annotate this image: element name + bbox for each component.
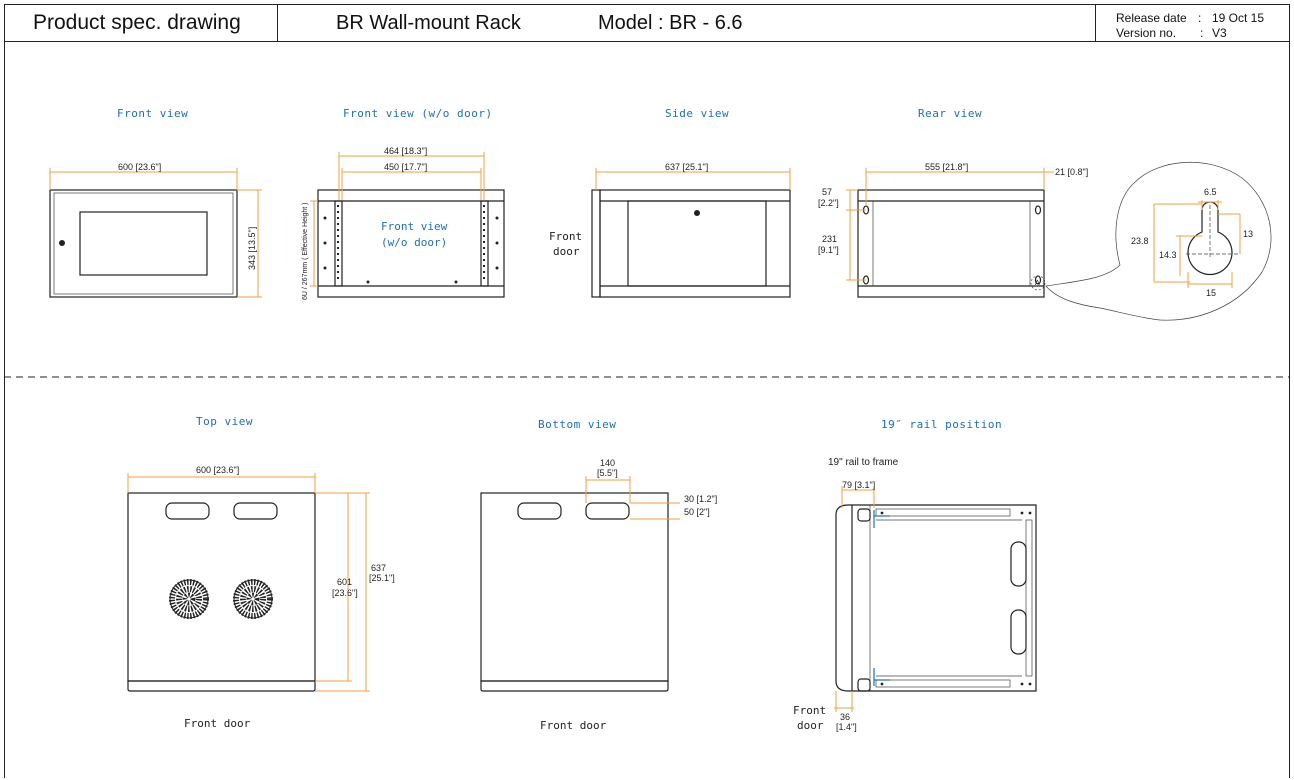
bottom-50-dim: 50 [2"] (684, 507, 710, 517)
release-sep: : (1198, 11, 1202, 25)
top-view-title: Top view (196, 415, 253, 428)
bottom-view-drawing (480, 476, 680, 692)
side-view-title: Side view (665, 107, 729, 120)
top-front-door: Front door (184, 717, 251, 730)
rail-to-frame-label: 19" rail to frame (828, 457, 899, 468)
nodoor-label-2: (w/o door) (381, 236, 447, 249)
front-nodoor-title: Front view (w/o door) (343, 107, 493, 120)
rear-top-in: [2.2"] (818, 198, 839, 208)
side-depth-dim: 637 [25.1"] (665, 162, 708, 172)
version-value: V3 (1212, 26, 1227, 40)
product-name: BR Wall-mount Rack (336, 12, 521, 34)
effective-height-dim: 6U / 267mm ( Effective Height ) (302, 202, 309, 300)
side-front-label: Front (549, 230, 582, 243)
front-view-drawing (49, 168, 262, 298)
rail-36-mm: 36 (840, 712, 850, 722)
rail-79-dim: 79 [3.1"] (842, 480, 875, 490)
product-cell: BR Wall-mount Rack Model : BR - 6.6 (278, 5, 1096, 41)
release-label: Release date (1116, 11, 1187, 25)
detail-marker: A (1035, 280, 1040, 287)
key-bottom-dim: 15 (1206, 288, 1216, 298)
bottom-30-dim: 30 [1.2"] (684, 494, 717, 504)
top-inner-mm: 601 (337, 577, 352, 587)
rail-door-label: door (797, 719, 824, 732)
rear-hole-mm: 231 (822, 234, 837, 244)
rail-front-label: Front (793, 704, 826, 717)
rear-top-mm: 57 (822, 187, 832, 197)
rail-view-title: 19″ rail position (881, 418, 1002, 431)
doc-type: Product spec. drawing (33, 11, 241, 34)
doc-type-cell: Product spec. drawing (5, 5, 278, 41)
front-view-title: Front view (117, 107, 188, 120)
model-number: Model : BR - 6.6 (598, 12, 743, 34)
key-right-dim: 13 (1243, 229, 1253, 239)
bottom-slot-in: [5.5"] (597, 468, 618, 478)
top-depth-in: [25.1"] (369, 573, 395, 583)
front-nodoor-drawing (310, 152, 505, 298)
key-top-dim: 6.5 (1204, 187, 1217, 197)
rear-width-dim: 555 [21.8"] (925, 162, 968, 172)
release-value: 19 Oct 15 (1212, 11, 1265, 25)
nodoor-outer-dim: 464 [18.3"] (384, 146, 427, 156)
version-label: Version no. (1116, 26, 1177, 40)
drawing-frame (4, 42, 1290, 778)
rail-view-drawing (834, 486, 1037, 712)
release-cell: Release date : 19 Oct 15 Version no. : V… (1096, 5, 1289, 41)
side-door-label: door (553, 245, 580, 258)
nodoor-inner-dim: 450 [17.7"] (384, 162, 427, 172)
side-view-drawing (591, 168, 791, 298)
bottom-front-door: Front door (540, 719, 607, 732)
top-width-dim: 600 [23.6"] (196, 465, 239, 475)
nodoor-label-1: Front view (381, 220, 448, 233)
title-block: Product spec. drawing BR Wall-mount Rack… (4, 4, 1290, 42)
rear-offset-dim: 21 [0.8"] (1055, 167, 1088, 177)
front-height-dim: 343 [13.5"] (247, 227, 257, 270)
front-width-dim: 600 [23.6"] (118, 162, 161, 172)
top-view-drawing (127, 473, 370, 692)
rear-view-drawing (846, 162, 1272, 321)
top-depth-mm: 637 (371, 563, 386, 573)
bottom-slot-mm: 140 (600, 458, 615, 468)
bottom-view-title: Bottom view (538, 418, 616, 431)
version-sep: : (1200, 26, 1204, 40)
rear-view-title: Rear view (918, 107, 982, 120)
rail-36-in: [1.4"] (836, 722, 857, 732)
top-inner-in: [23.6"] (332, 588, 358, 598)
key-dia-dim: 14.3 (1159, 250, 1177, 260)
key-height-dim: 23.8 (1131, 236, 1149, 246)
rear-hole-in: [9.1"] (818, 245, 839, 255)
